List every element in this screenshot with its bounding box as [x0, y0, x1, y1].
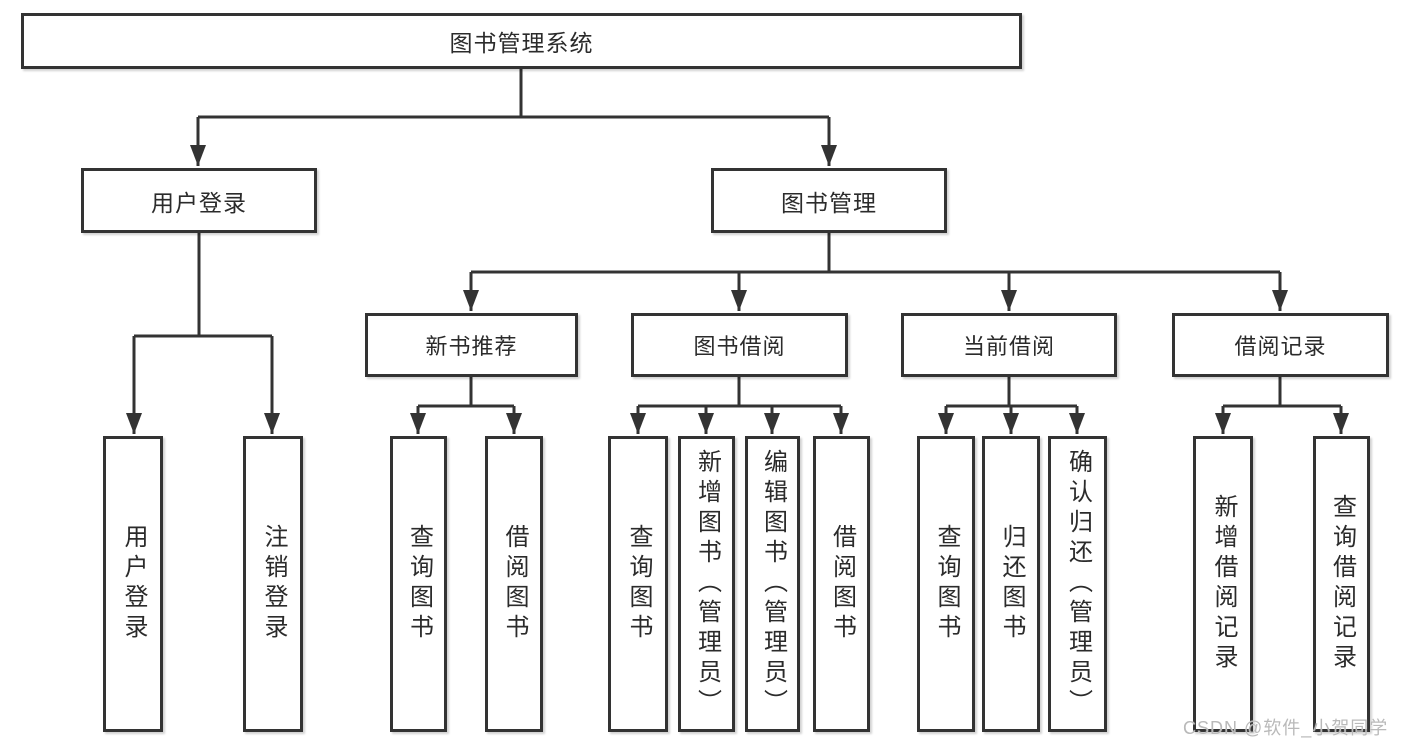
leaf-label: 查询图书 — [933, 524, 960, 644]
leaf-edit-books-admin: 编辑图书（管理员） — [745, 436, 800, 732]
leaf-query-books-recommend: 查询图书 — [390, 436, 447, 732]
node-label: 新书推荐 — [425, 334, 518, 359]
leaf-user-login: 用户登录 — [103, 436, 163, 732]
node-label: 借阅记录 — [1234, 334, 1327, 359]
leaf-query-borrow-record: 查询借阅记录 — [1313, 436, 1370, 732]
node-borrow-records: 借阅记录 — [1172, 313, 1389, 377]
node-current-borrowing: 当前借阅 — [901, 313, 1117, 377]
leaf-label: 新增图书（管理员） — [693, 449, 721, 719]
node-user-login: 用户登录 — [81, 168, 317, 233]
leaf-query-books-current: 查询图书 — [917, 436, 975, 732]
leaf-borrow-books: 借阅图书 — [813, 436, 870, 732]
leaf-label: 新增借阅记录 — [1210, 494, 1237, 674]
leaf-return-books: 归还图书 — [982, 436, 1040, 732]
leaf-label: 查询借阅记录 — [1328, 494, 1356, 674]
leaf-label: 编辑图书（管理员） — [759, 449, 787, 719]
leaf-borrow-books-recommend: 借阅图书 — [485, 436, 543, 732]
node-book-borrowing: 图书借阅 — [631, 313, 848, 377]
node-label: 用户登录 — [151, 189, 247, 216]
leaf-label: 用户登录 — [120, 524, 147, 644]
leaf-add-borrow-record: 新增借阅记录 — [1193, 436, 1253, 732]
node-label: 图书管理系统 — [449, 30, 594, 56]
leaf-confirm-return-admin: 确认归还（管理员） — [1048, 436, 1107, 732]
csdn-watermark: CSDN @软件_小贺同学 — [1183, 718, 1389, 738]
node-label: 图书管理 — [781, 189, 877, 216]
node-label: 图书借阅 — [693, 334, 786, 359]
leaf-label: 注销登录 — [260, 524, 287, 644]
leaf-add-books-admin: 新增图书（管理员） — [678, 436, 735, 732]
node-book-management: 图书管理 — [711, 168, 947, 233]
leaf-label: 归还图书 — [998, 524, 1025, 644]
leaf-label: 确认归还（管理员） — [1064, 449, 1092, 719]
node-label: 当前借阅 — [962, 334, 1055, 359]
leaf-label: 查询图书 — [405, 524, 433, 644]
leaf-label: 借阅图书 — [828, 524, 856, 644]
leaf-label: 借阅图书 — [501, 524, 528, 644]
node-library-system-root: 图书管理系统 — [21, 13, 1022, 69]
node-new-book-recommend: 新书推荐 — [365, 313, 578, 377]
leaf-logout: 注销登录 — [243, 436, 303, 732]
leaf-query-books-borrowing: 查询图书 — [608, 436, 668, 732]
leaf-label: 查询图书 — [625, 524, 652, 644]
